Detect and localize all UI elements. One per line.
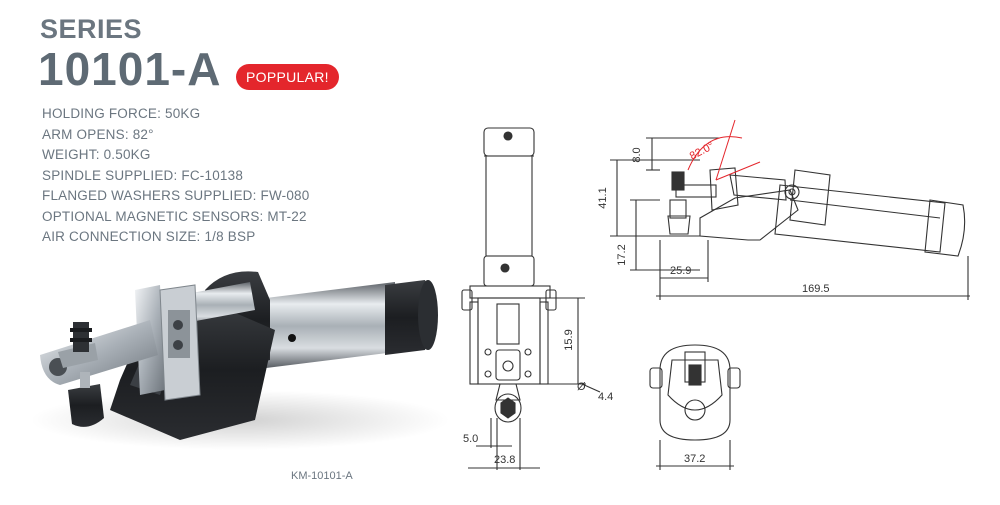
dim-front-offset: 5.0	[463, 433, 478, 445]
spec-washers: FLANGED WASHERS SUPPLIED: FW-080	[42, 188, 310, 203]
spec-holding-force: HOLDING FORCE: 50KG	[42, 106, 201, 121]
spec-air-connection: AIR CONNECTION SIZE: 1/8 BSP	[42, 229, 256, 244]
side-view-drawing	[610, 137, 970, 300]
bottom-view-drawing	[649, 344, 741, 470]
spec-weight: WEIGHT: 0.50KG	[42, 147, 151, 162]
spec-arm-opens: ARM OPENS: 82°	[42, 126, 154, 142]
dim-side-length: 169.5	[802, 283, 830, 295]
dim-side-base: 25.9	[670, 265, 691, 277]
model-number: 10101-A	[38, 43, 222, 95]
dim-front-hole: 4.4	[598, 391, 613, 403]
dim-front-height: 15.9	[563, 329, 575, 350]
product-image	[30, 271, 450, 450]
dim-side-height: 41.1	[597, 187, 609, 208]
front-view-drawing	[461, 127, 601, 470]
spec-sensors: OPTIONAL MAGNETIC SENSORS: MT-22	[42, 208, 307, 224]
dim-side-lower: 17.2	[616, 244, 628, 265]
series-label: SERIES	[40, 14, 143, 44]
dim-front-hole-symbol: Ø	[577, 381, 586, 393]
popular-badge: POPPULAR!	[236, 64, 339, 90]
spec-list: HOLDING FORCE: 50KG ARM OPENS: 82° WEIGH…	[42, 104, 309, 248]
angle-arc	[687, 119, 761, 181]
dim-side-angle: 82.0°	[688, 140, 716, 163]
product-code: KM-10101-A	[291, 470, 353, 482]
dim-side-top: 8.0	[631, 147, 643, 162]
dim-front-width: 23.8	[494, 454, 515, 466]
spec-spindle: SPINDLE SUPPLIED: FC-10138	[42, 167, 244, 183]
dim-bottom-width: 37.2	[684, 453, 705, 465]
